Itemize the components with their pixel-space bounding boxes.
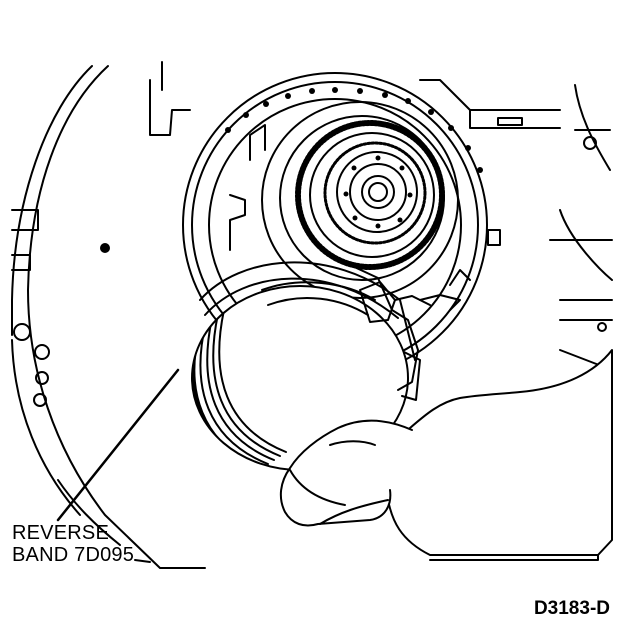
hand bbox=[385, 349, 613, 556]
callout-leader bbox=[56, 368, 180, 522]
shaft bbox=[361, 175, 395, 209]
callout-line-2: BAND 7D095 bbox=[12, 544, 135, 566]
band-rim bbox=[199, 261, 416, 361]
figure-id: D3183-D bbox=[533, 598, 610, 619]
callout-line-1: REVERSE bbox=[12, 522, 109, 544]
band-anchor bbox=[349, 264, 419, 391]
case-outline bbox=[27, 65, 206, 569]
gear-ring bbox=[295, 120, 445, 270]
callout-reverse-band: REVERSE BAND 7D095 bbox=[12, 522, 134, 566]
